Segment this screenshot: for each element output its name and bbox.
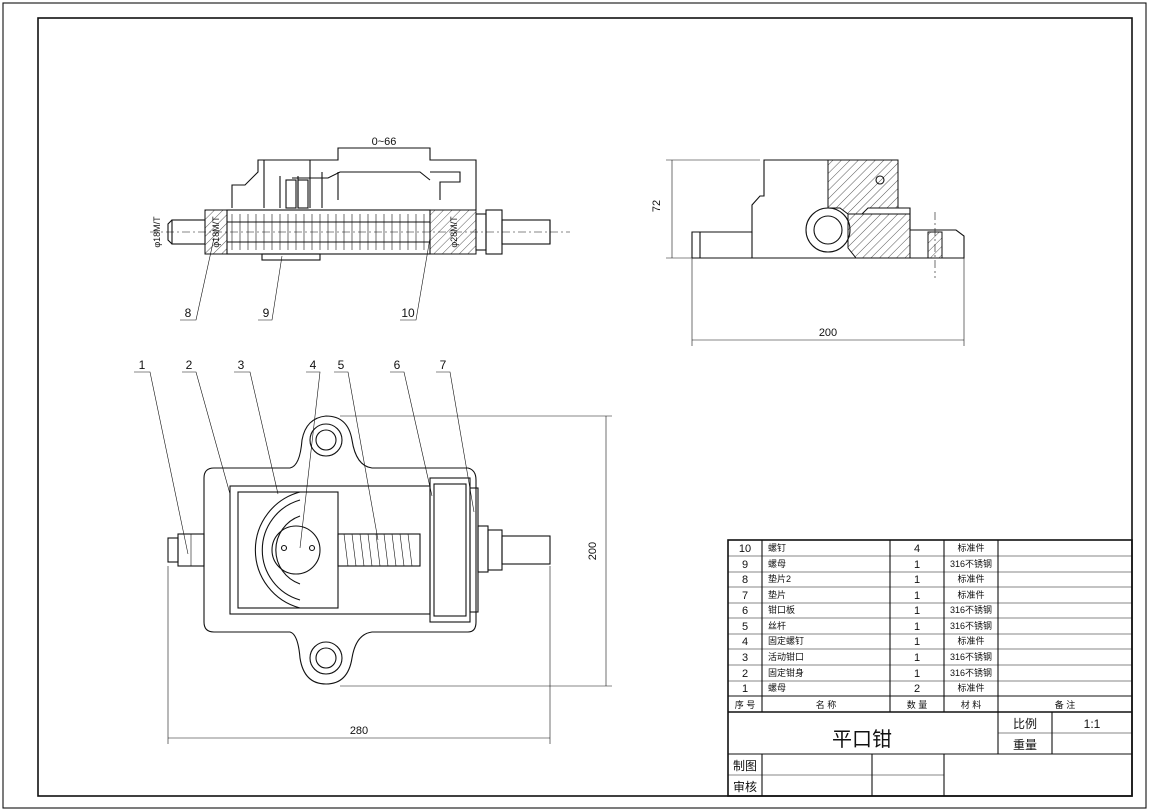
bom-row: 8 垫片2 1 标准件 [742, 573, 985, 586]
bom-name: 螺钉 [768, 543, 786, 553]
bom-row: 2 固定钳身 1 316不锈钢 [742, 667, 992, 680]
bom-no: 3 [742, 652, 748, 664]
height-dimension-200: 200 [587, 542, 599, 560]
bom-material: 标准件 [957, 542, 984, 553]
bom-qty: 1 [914, 605, 920, 617]
bom-header-no: 序 号 [735, 699, 756, 710]
balloon-2: 2 [186, 358, 193, 372]
bom-no: 9 [742, 559, 748, 571]
balloon-6: 6 [394, 358, 401, 372]
bom-table [727, 539, 1133, 797]
checked-by-label: 审核 [733, 779, 757, 794]
bom-row: 7 垫片 1 标准件 [742, 589, 985, 602]
bom-name: 垫片2 [768, 573, 791, 584]
bom-material: 标准件 [957, 573, 984, 584]
bom-row: 1 螺母 2 标准件 [742, 682, 985, 695]
title-block: 平口钳 比例 1:1 重量 制图 审核 [728, 712, 1132, 796]
front-section-view: 0~66 φ18M/T φ18M/T φ28M/T 8 9 10 [150, 136, 570, 321]
bom-header-material: 材 料 [961, 699, 982, 710]
balloon-1: 1 [139, 358, 146, 372]
thread-label-left-inner: φ18M/T [211, 216, 221, 248]
bom-material: 316不锈钢 [950, 558, 992, 569]
bom-row: 3 活动钳口 1 316不锈钢 [742, 651, 992, 664]
inner-frame [37, 17, 1133, 797]
bom-header-name: 名 称 [816, 699, 837, 710]
bom-no: 1 [742, 683, 748, 695]
bom-row: 5 丝杆 1 316不锈钢 [742, 620, 992, 633]
bom-material: 316不锈钢 [950, 651, 992, 662]
bom-no: 6 [742, 605, 748, 617]
balloon-3: 3 [238, 358, 245, 372]
bom-material: 316不锈钢 [950, 667, 992, 678]
bom-row: 4 固定螺钉 1 标准件 [742, 635, 985, 648]
bom-qty: 1 [914, 559, 920, 571]
stroke-dimension: 0~66 [372, 136, 397, 148]
bom-qty: 4 [914, 543, 920, 555]
bom-row: 9 螺母 1 316不锈钢 [742, 558, 992, 571]
bom-qty: 1 [914, 574, 920, 586]
bom-name: 固定钳身 [768, 667, 804, 678]
bom-header-qty: 数 量 [907, 699, 928, 710]
scale-value: 1:1 [1084, 717, 1101, 731]
bom-no: 5 [742, 621, 748, 633]
bom-rows: 10 螺钉 4 标准件 9 螺母 1 316不锈钢 8 垫片2 1 标准件 7 … [735, 542, 1076, 710]
bom-qty: 1 [914, 636, 920, 648]
balloon-9: 9 [263, 306, 270, 320]
bom-material: 标准件 [957, 589, 984, 600]
balloon-5: 5 [338, 358, 345, 372]
plan-view: 200 280 1 2 3 4 5 6 7 [134, 358, 612, 744]
bom-row: 10 螺钉 4 标准件 [739, 542, 985, 555]
bom-material: 标准件 [957, 635, 984, 646]
width-dimension-200: 200 [819, 327, 837, 339]
bom-name: 钳口板 [768, 604, 795, 615]
bom-name: 螺母 [768, 683, 786, 693]
bom-no: 4 [742, 636, 748, 648]
thread-label-left: φ18M/T [152, 216, 162, 248]
bom-qty: 1 [914, 621, 920, 633]
thread-label-right: φ28M/T [449, 216, 459, 248]
drawing-title: 平口钳 [832, 728, 892, 751]
bom-name: 固定螺钉 [768, 635, 804, 646]
bom-name: 丝杆 [768, 620, 786, 631]
bom-qty: 2 [914, 683, 920, 695]
bom-name: 螺母 [768, 559, 786, 569]
bom-material: 316不锈钢 [950, 604, 992, 615]
bom-name: 垫片 [768, 589, 786, 600]
bom-header-note: 备 注 [1055, 699, 1076, 710]
bom-material: 标准件 [957, 682, 984, 693]
bom-no: 8 [742, 574, 748, 586]
bom-no: 10 [739, 543, 751, 555]
bom-material: 316不锈钢 [950, 620, 992, 631]
bom-qty: 1 [914, 590, 920, 602]
bom-row: 6 钳口板 1 316不锈钢 [742, 604, 992, 617]
side-section-view: 72 200 [651, 159, 965, 346]
bom-qty: 1 [914, 652, 920, 664]
height-dimension-72: 72 [651, 200, 663, 212]
scale-label: 比例 [1013, 717, 1037, 731]
bom-name: 活动钳口 [768, 651, 804, 662]
balloon-8: 8 [185, 306, 192, 320]
length-dimension-280: 280 [350, 725, 368, 737]
bom-no: 2 [742, 668, 748, 680]
bom-no: 7 [742, 590, 748, 602]
balloon-10: 10 [401, 306, 415, 320]
weight-label: 重量 [1013, 738, 1037, 752]
balloon-7: 7 [440, 358, 447, 372]
drawn-by-label: 制图 [733, 759, 757, 773]
bom-qty: 1 [914, 668, 920, 680]
balloon-4: 4 [310, 358, 317, 372]
